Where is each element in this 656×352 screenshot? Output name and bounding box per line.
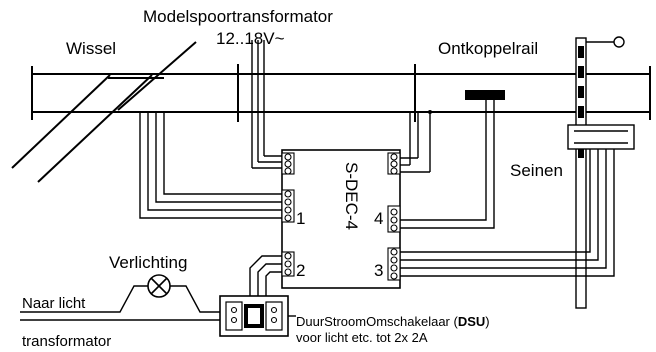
turnout-track (11, 41, 197, 183)
main-track (31, 64, 651, 122)
turnout-label: Wissel (66, 39, 116, 58)
transformer-wires (251, 40, 282, 169)
signal-wires (400, 149, 615, 277)
track-feed-wires (400, 110, 432, 173)
dsu-prefix: DuurStroomOmschakelaar ( (296, 314, 458, 329)
decoder-terminals-top-left (281, 152, 295, 175)
uncoupler-label: Ontkoppelrail (438, 39, 538, 58)
transformer-voltage: 12..18V~ (216, 29, 285, 48)
decoder-terminals-port-3 (387, 247, 401, 281)
uncoupler-bar (465, 90, 505, 100)
port-3-label: 3 (374, 261, 383, 280)
dsu-suffix: ) (485, 314, 489, 329)
dsu-module (219, 295, 289, 337)
port-2-label: 2 (296, 261, 305, 280)
dsu-wires (249, 255, 282, 296)
decoder-module (281, 149, 401, 289)
port-4-label: 4 (374, 209, 383, 228)
transformer-title: Modelspoortransformator (143, 7, 333, 26)
dsu-bold: DSU (458, 314, 485, 329)
dsu-label-line2: voor licht etc. tot 2x 2A (296, 330, 428, 345)
decoder-terminals-port-1 (281, 189, 295, 223)
signal-post (567, 36, 635, 309)
decoder-terminals-top-right (387, 152, 401, 175)
to-light-label-line2: transformator (22, 333, 111, 350)
decoder-label: S-DEC-4 (342, 162, 361, 230)
lighting-label: Verlichting (109, 253, 187, 272)
port-1-label: 1 (296, 209, 305, 228)
lamp-icon (147, 274, 171, 298)
lighting-wiring (20, 285, 296, 321)
dsu-label-line1: DuurStroomOmschakelaar (DSU) (296, 314, 490, 329)
signals-label: Seinen (510, 161, 563, 180)
uncoupler-wires (400, 100, 495, 229)
turnout-wires (139, 112, 282, 219)
decoder-terminals-port-4 (387, 205, 401, 233)
decoder-terminals-port-2 (281, 251, 295, 277)
to-light-label-line1: Naar licht (22, 295, 86, 312)
